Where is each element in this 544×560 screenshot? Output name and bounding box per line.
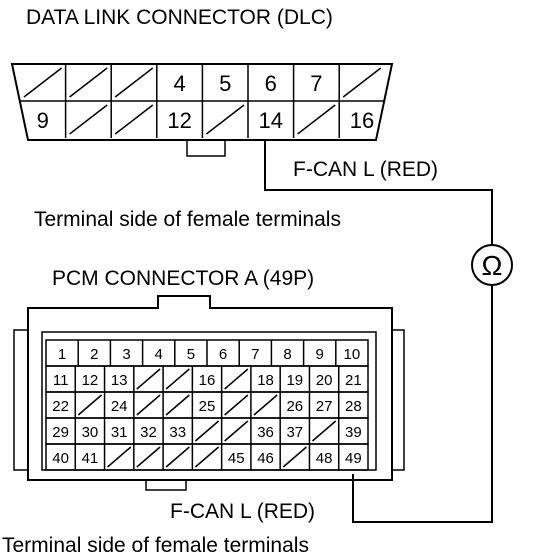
pcm-terminal-16: 16 xyxy=(199,372,216,389)
pcm-empty-cavity-slash xyxy=(194,446,220,468)
pcm-terminal-30: 30 xyxy=(82,424,99,441)
dlc-terminal-9: 9 xyxy=(37,108,49,133)
pcm-terminal-12: 12 xyxy=(82,372,99,389)
dlc-terminal-5: 5 xyxy=(219,71,231,96)
pcm-empty-cavity-slash xyxy=(253,394,278,416)
pcm-empty-cavity-slash xyxy=(224,420,249,442)
test-leads: Ω xyxy=(264,140,513,523)
pcm-terminal-side-note: Terminal side of female terminals xyxy=(2,534,309,557)
pcm-terminal-20: 20 xyxy=(316,372,333,389)
dlc-latch xyxy=(186,139,226,157)
pcm-terminal-24: 24 xyxy=(111,398,128,415)
pcm-terminal-1: 1 xyxy=(58,346,66,363)
pcm-terminal-40: 40 xyxy=(52,450,69,467)
dlc-empty-cavity-slash xyxy=(23,67,63,98)
pcm-empty-cavity-slash xyxy=(136,394,161,416)
pcm-terminal-19: 19 xyxy=(286,372,303,389)
pcm-terminal-3: 3 xyxy=(122,346,130,363)
pcm-terminal-28: 28 xyxy=(345,398,362,415)
pcm-right-flange xyxy=(392,329,405,471)
pcm-empty-cavity-slash xyxy=(311,420,337,442)
pcm-row-frame xyxy=(45,443,369,471)
pcm-terminal-10: 10 xyxy=(344,346,361,363)
dlc-empty-cavity-slash xyxy=(205,104,245,135)
pcm-terminal-21: 21 xyxy=(345,372,362,389)
dlc-terminal-4: 4 xyxy=(173,71,185,96)
ohm-icon: Ω xyxy=(482,250,503,281)
pcm-empty-cavity-slash xyxy=(165,394,190,416)
dlc-empty-cavity-slash xyxy=(114,104,154,135)
pcm-empty-cavity-slash xyxy=(165,368,190,390)
pcm-wire-label: F-CAN L (RED) xyxy=(170,500,315,523)
pcm-terminal-13: 13 xyxy=(111,372,128,389)
pcm-terminal-46: 46 xyxy=(257,450,274,467)
pcm-empty-cavity-slash xyxy=(136,446,161,468)
dlc-terminal-6: 6 xyxy=(265,71,277,96)
dlc-terminal-12: 12 xyxy=(167,108,191,133)
pcm-terminal-31: 31 xyxy=(111,424,128,441)
pcm-empty-cavity-slash xyxy=(194,420,220,442)
dlc-terminal-side-note: Terminal side of female terminals xyxy=(34,208,341,231)
pcm-empty-cavity-slash xyxy=(224,368,249,390)
pcm-terminal-18: 18 xyxy=(257,372,274,389)
dlc-terminal-16: 16 xyxy=(350,108,374,133)
pcm-terminal-41: 41 xyxy=(82,450,99,467)
pcm-left-flange xyxy=(13,329,28,471)
pcm-terminal-4: 4 xyxy=(155,346,163,363)
pcm-latch xyxy=(145,479,187,491)
pcm-terminal-49: 49 xyxy=(345,450,362,467)
pcm-terminal-32: 32 xyxy=(140,424,157,441)
pcm-empty-cavity-slash xyxy=(107,446,132,468)
pcm-terminal-9: 9 xyxy=(316,346,324,363)
pcm-title: PCM CONNECTOR A (49P) xyxy=(52,267,314,290)
ohmmeter xyxy=(471,244,513,286)
dlc-housing xyxy=(10,63,394,141)
dlc-terminal-7: 7 xyxy=(310,71,322,96)
dlc-empty-cavity-slash xyxy=(342,67,382,98)
dlc-empty-cavity-slash xyxy=(114,67,154,98)
pcm-terminal-2: 2 xyxy=(90,346,98,363)
dlc-connector: 4 5 6 7 9 12 14 16 xyxy=(10,63,394,157)
dlc-empty-cavity-slash xyxy=(69,104,108,135)
dlc-terminal-14: 14 xyxy=(259,108,283,133)
pcm-terminal-45: 45 xyxy=(228,450,245,467)
dlc-title: DATA LINK CONNECTOR (DLC) xyxy=(26,6,333,29)
dlc-empty-cavity-slash xyxy=(69,67,108,98)
pcm-terminal-33: 33 xyxy=(169,424,186,441)
pcm-terminal-37: 37 xyxy=(286,424,303,441)
pcm-terminal-7: 7 xyxy=(251,346,259,363)
pcm-terminal-5: 5 xyxy=(187,346,195,363)
dlc-empty-cavity-slash xyxy=(297,104,336,135)
pcm-terminal-6: 6 xyxy=(219,346,227,363)
dlc-wire-label: F-CAN L (RED) xyxy=(293,158,438,181)
pcm-empty-cavity-slash xyxy=(224,394,249,416)
pcm-terminal-26: 26 xyxy=(286,398,303,415)
pcm-empty-cavity-slash xyxy=(165,446,190,468)
pcm-terminal-39: 39 xyxy=(345,424,362,441)
pcm-empty-cavity-slash xyxy=(77,394,103,416)
pcm-terminal-8: 8 xyxy=(283,346,291,363)
pcm-terminal-48: 48 xyxy=(316,450,333,467)
pcm-empty-cavity-slash xyxy=(282,446,307,468)
dlc-test-lead xyxy=(264,140,493,245)
pcm-terminal-25: 25 xyxy=(199,398,216,415)
pcm-terminal-29: 29 xyxy=(52,424,69,441)
pcm-terminal-11: 11 xyxy=(53,372,69,389)
pcm-terminal-36: 36 xyxy=(257,424,274,441)
pcm-terminal-27: 27 xyxy=(316,398,333,415)
pcm-empty-cavity-slash xyxy=(136,368,161,390)
pcm-test-lead xyxy=(352,285,493,523)
pcm-inner-housing xyxy=(41,331,377,471)
pcm-terminal-22: 22 xyxy=(52,398,69,415)
